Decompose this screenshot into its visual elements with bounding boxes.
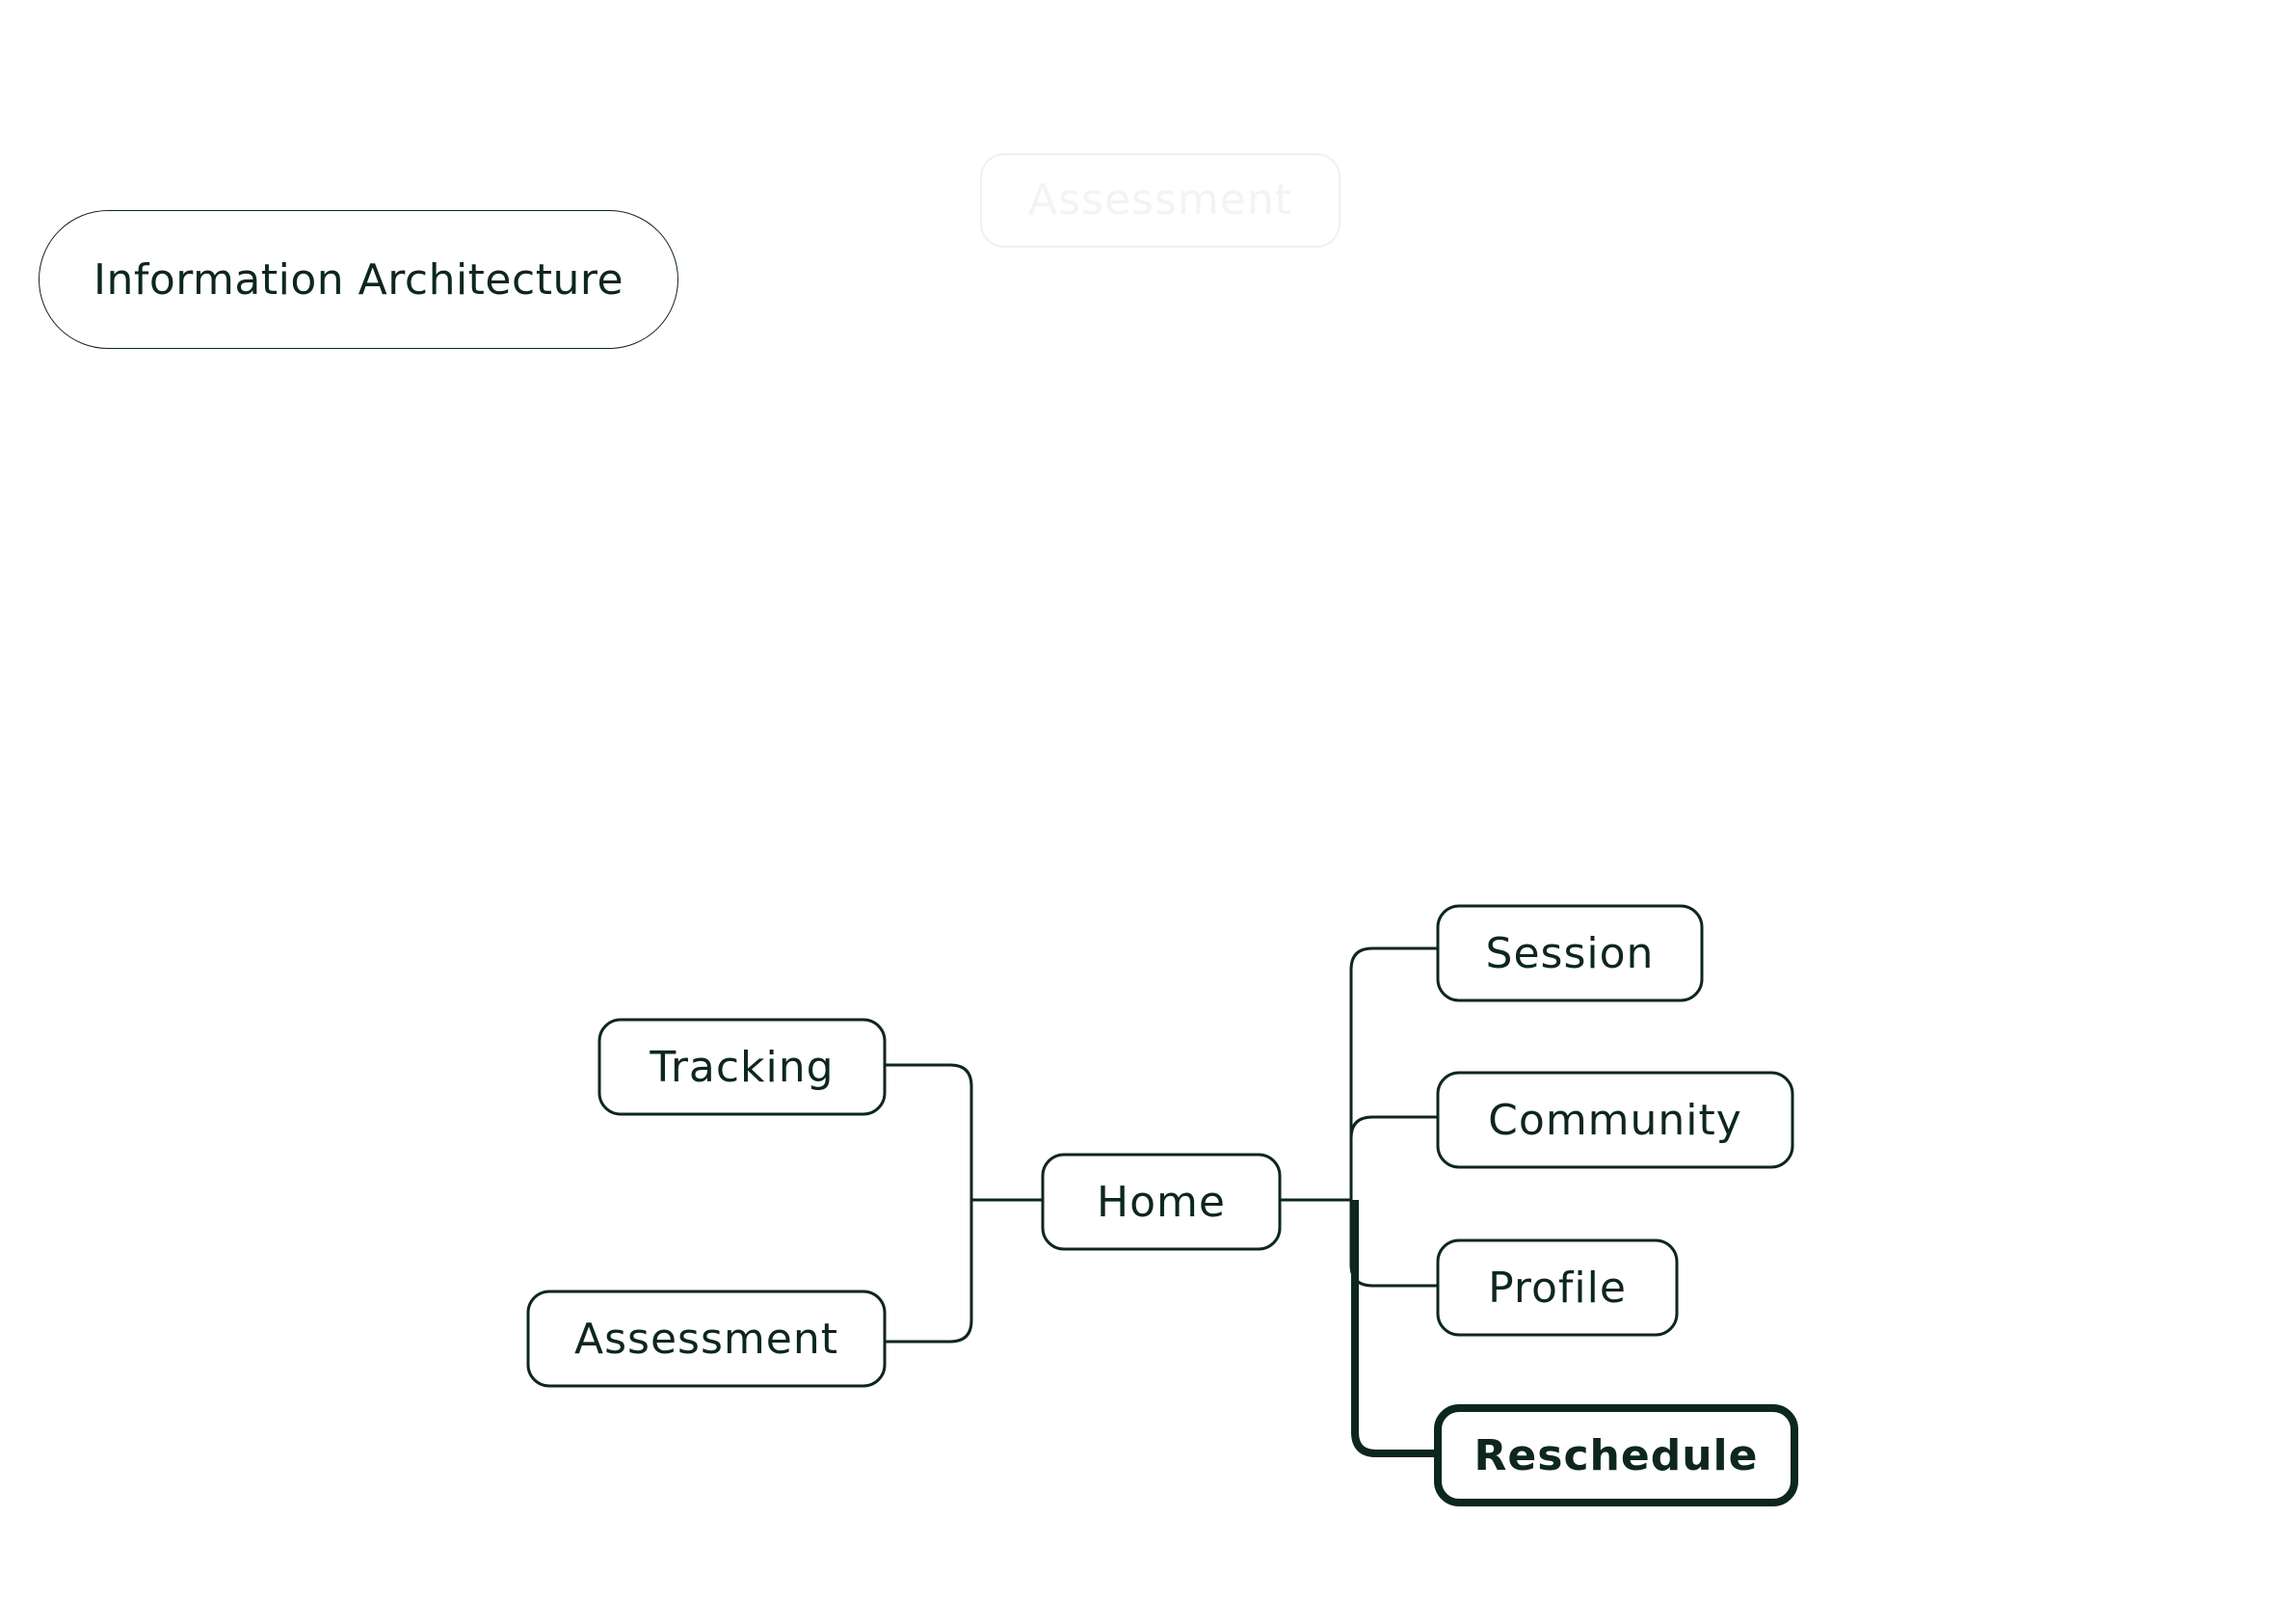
edge-home-reschedule	[1351, 1200, 1436, 1457]
svg-text:Assessment: Assessment	[1028, 175, 1292, 225]
svg-text:Tracking: Tracking	[649, 1043, 834, 1092]
node-ghost-assessment[interactable]: Assessment	[980, 153, 1341, 248]
svg-text:Reschedule: Reschedule	[1474, 1431, 1759, 1480]
edge-home-profile	[1349, 1200, 1438, 1288]
edge-home-session	[1349, 946, 1438, 1200]
node-reschedule[interactable]: Reschedule	[1434, 1404, 1798, 1506]
node-home[interactable]: Home	[1041, 1153, 1282, 1251]
node-session[interactable]: Session	[1436, 904, 1704, 1002]
node-community[interactable]: Community	[1436, 1071, 1794, 1169]
page-title: Information Architecture	[39, 210, 678, 349]
node-tracking[interactable]: Tracking	[597, 1018, 887, 1116]
svg-text:Community: Community	[1488, 1096, 1742, 1145]
svg-text:Assessment: Assessment	[574, 1315, 838, 1364]
svg-text:Session: Session	[1486, 929, 1655, 978]
edge-home-assessment	[885, 1200, 973, 1344]
edge-home-tracking	[885, 1063, 973, 1200]
node-assessment[interactable]: Assessment	[526, 1290, 887, 1388]
svg-text:Home: Home	[1097, 1178, 1226, 1227]
edge-home-community	[1349, 1115, 1438, 1200]
node-profile[interactable]: Profile	[1436, 1238, 1679, 1337]
svg-text:Profile: Profile	[1488, 1264, 1627, 1313]
